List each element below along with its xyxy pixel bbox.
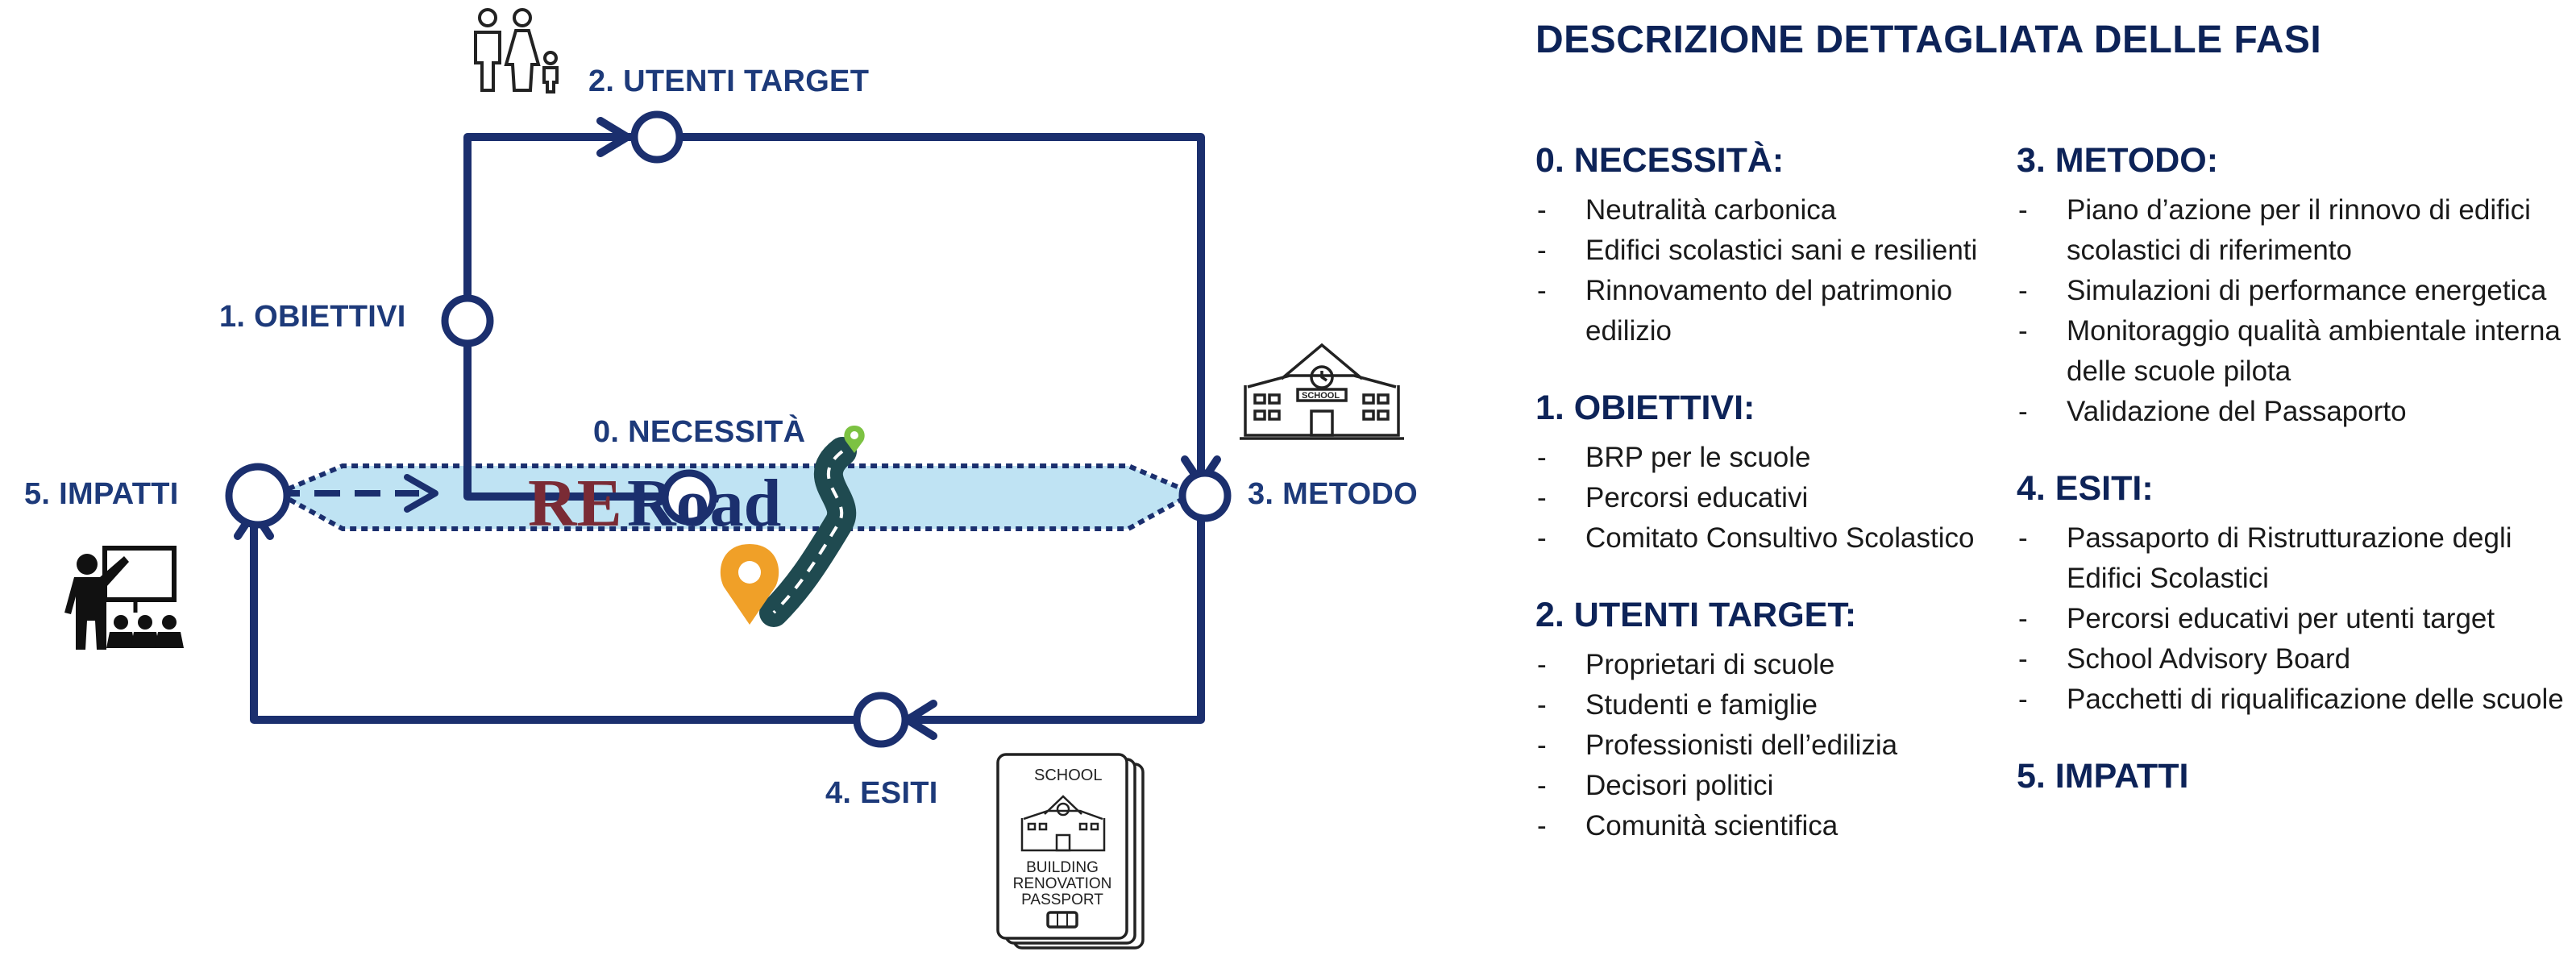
node-label-4: 4. ESITI xyxy=(825,776,938,810)
node-4-circle xyxy=(853,692,909,748)
list-item: Comunità scientifica xyxy=(1535,806,2011,846)
node-label-1: 1. OBIETTIVI xyxy=(219,300,406,334)
school-building-icon: SCHOOL xyxy=(1240,343,1404,440)
passport-book-icon: SCHOOL BUILDING RENOVATION PASSPORT xyxy=(996,753,1145,950)
list-item: Rinnovamento del patrimonio edilizio xyxy=(1535,271,2011,351)
node-3-circle xyxy=(1178,469,1232,522)
list-item: Studenti e famiglie xyxy=(1535,685,2011,725)
right_column-section: 3. METODO: Piano d’azione per il rinnovo … xyxy=(2017,141,2565,432)
school-icon-text: SCHOOL xyxy=(1302,391,1340,401)
right_column-section: 5. IMPATTI xyxy=(2017,757,2565,796)
list-item: Simulazioni di performance energetica xyxy=(2017,271,2565,311)
list-item: Percorsi educativi xyxy=(1535,478,2011,518)
node-1-circle xyxy=(441,294,494,347)
list-item: Monitoraggio qualità ambientale interna … xyxy=(2017,311,2565,392)
list-item: Decisori politici xyxy=(1535,766,2011,806)
list-item: Professionisti dell’edilizia xyxy=(1535,725,2011,766)
node-label-2: 2. UTENTI TARGET xyxy=(588,64,870,98)
teacher-students-icon xyxy=(64,546,184,650)
logo-text-road: Road xyxy=(627,466,781,541)
section-item-list: Neutralità carbonicaEdifici scolastici s… xyxy=(1535,190,2011,351)
phase-description-panel: DESCRIZIONE DETTAGLIATA DELLE FASI 0. NE… xyxy=(1535,0,2575,956)
map-pin-icon xyxy=(720,544,779,625)
list-item: Edifici scolastici sani e resilienti xyxy=(1535,231,2011,271)
impact-dashed-arrowhead xyxy=(404,474,438,513)
right_column-section: 4. ESITI: Passaporto di Ristrutturazione … xyxy=(2017,469,2565,720)
panel-title: DESCRIZIONE DETTAGLIATA DELLE FASI xyxy=(1535,19,2322,61)
cycle-path xyxy=(250,133,1205,724)
section-item-list: Piano d’azione per il rinnovo di edifici… xyxy=(2017,190,2565,432)
list-item: Comitato Consultivo Scolastico xyxy=(1535,518,2011,559)
passport-text-line1: BUILDING xyxy=(1026,859,1099,876)
left_column-section: 2. UTENTI TARGET: Proprietari di scuoleSt… xyxy=(1535,596,2011,846)
list-item: Passaporto di Ristrutturazione degli Edi… xyxy=(2017,518,2565,599)
node-label-5: 5. IMPATTI xyxy=(24,477,179,511)
list-item: School Advisory Board xyxy=(2017,639,2565,679)
arrowhead-to-2 xyxy=(596,117,631,157)
section-title: 3. METODO: xyxy=(2017,141,2219,180)
list-item: Piano d’azione per il rinnovo di edifici… xyxy=(2017,190,2565,271)
node-label-3: 3. METODO xyxy=(1248,477,1419,511)
section-title: 2. UTENTI TARGET: xyxy=(1535,596,1857,634)
logo-text-re: RE xyxy=(528,466,622,541)
section-title: 4. ESITI: xyxy=(2017,469,2154,508)
list-item: Pacchetti di riqualificazione delle scuo… xyxy=(2017,679,2565,720)
phase-diagram: RE Road xyxy=(24,8,1419,950)
right-column: 3. METODO: Piano d’azione per il rinnovo … xyxy=(2017,141,2565,833)
node-5-circle xyxy=(225,463,291,529)
list-item: Proprietari di scuole xyxy=(1535,645,2011,685)
section-title: 1. OBIETTIVI: xyxy=(1535,389,1755,427)
passport-text-line2: RENOVATION xyxy=(1013,875,1112,892)
list-item: BRP per le scuole xyxy=(1535,438,2011,478)
section-title: 0. NECESSITÀ: xyxy=(1535,141,1785,180)
node-2-circle xyxy=(630,110,683,164)
list-item: Percorsi educativi per utenti target xyxy=(2017,599,2565,639)
section-item-list: BRP per le scuolePercorsi educativiComit… xyxy=(1535,438,2011,559)
left_column-section: 1. OBIETTIVI: BRP per le scuolePercorsi e… xyxy=(1535,389,2011,559)
passport-school-text: SCHOOL xyxy=(1034,767,1102,784)
phase-diagram-svg: RE Road xyxy=(64,8,1404,950)
node-0-circle xyxy=(661,469,717,526)
passport-text-line3: PASSPORT xyxy=(1021,891,1103,908)
list-item: Validazione del Passaporto xyxy=(2017,392,2565,432)
section-item-list: Proprietari di scuoleStudenti e famiglie… xyxy=(1535,645,2011,846)
node-label-0: 0. NECESSITÀ xyxy=(593,415,806,449)
small-map-pin-icon xyxy=(844,426,865,453)
section-title: 5. IMPATTI xyxy=(2017,757,2189,796)
left_column-section: 0. NECESSITÀ: Neutralità carbonicaEdifici… xyxy=(1535,141,2011,351)
reroad-logo: RE Road xyxy=(528,426,865,627)
family-icon xyxy=(474,8,559,94)
left-column: 0. NECESSITÀ: Neutralità carbonicaEdifici… xyxy=(1535,141,2011,883)
list-item: Neutralità carbonica xyxy=(1535,190,2011,231)
section-item-list: Passaporto di Ristrutturazione degli Edi… xyxy=(2017,518,2565,720)
